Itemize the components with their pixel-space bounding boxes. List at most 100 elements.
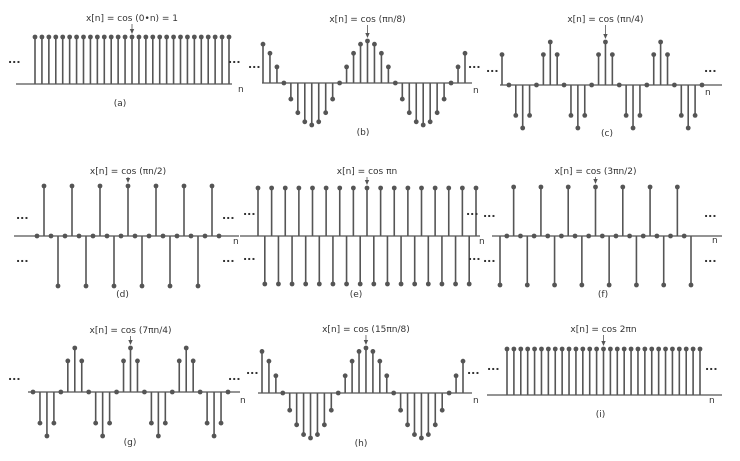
sample-point (121, 358, 126, 364)
sample-point (623, 113, 629, 118)
sample-point (616, 82, 622, 88)
sample-point (294, 422, 300, 428)
sample-point (32, 34, 38, 40)
sample-point (155, 433, 161, 439)
right-continuation-dots: ... (468, 250, 481, 263)
sample-point (668, 233, 673, 239)
sample-point (183, 345, 189, 351)
panel-caption: (g) (124, 438, 137, 448)
sample-point (552, 346, 558, 352)
sample-point (534, 82, 539, 88)
sample-point (640, 233, 646, 239)
left-continuation-dots: ... (16, 252, 29, 265)
sample-point (377, 358, 383, 364)
sample-point (412, 281, 418, 287)
sample-point (296, 185, 302, 191)
sample-point (357, 281, 363, 287)
sample-point (30, 389, 36, 395)
sample-point (630, 125, 636, 131)
sample-point (568, 113, 574, 118)
panel-caption: (f) (598, 290, 608, 300)
sample-point (634, 282, 639, 288)
sample-point (176, 358, 182, 364)
sample-point (531, 233, 537, 239)
panel-title: x[n] = cos πn (337, 167, 397, 177)
sample-point (674, 184, 680, 190)
sample-point (558, 233, 564, 239)
sample-point (321, 422, 327, 428)
sample-point (579, 282, 585, 288)
sample-point (434, 110, 440, 116)
axis-label-n: n (473, 396, 479, 406)
left-continuation-dots: ... (243, 205, 256, 218)
sample-point (205, 34, 211, 40)
origin-arrowhead (365, 33, 370, 38)
sample-point (46, 34, 52, 40)
sample-point (432, 185, 438, 191)
sample-point (44, 433, 50, 439)
sample-point (74, 34, 79, 40)
panel-i: nx[n] = cos 2πn(i)...... (487, 325, 722, 420)
sample-point (132, 233, 138, 239)
sample-point (344, 64, 349, 70)
sample-point (439, 281, 445, 287)
sample-point (663, 346, 668, 352)
sample-point (559, 346, 565, 352)
panel-title: x[n] = cos (πn/2) (90, 167, 166, 177)
sample-point (142, 389, 147, 395)
sample-point (593, 184, 598, 190)
sample-point (628, 346, 634, 352)
axis-label-n: n (238, 85, 244, 95)
sample-point (594, 346, 600, 352)
sample-point (342, 373, 348, 379)
sample-point (699, 82, 705, 88)
sample-point (88, 34, 93, 40)
sample-point (378, 185, 384, 191)
sample-point (506, 82, 512, 88)
origin-arrowhead (128, 340, 133, 345)
sample-point (540, 52, 546, 57)
sample-point (288, 96, 294, 102)
left-continuation-dots: ... (8, 53, 21, 66)
sample-point (157, 34, 163, 40)
panel-caption: (h) (355, 439, 368, 449)
sample-point (385, 64, 391, 70)
sample-point (308, 435, 313, 441)
left-continuation-dots: ... (246, 364, 259, 377)
origin-arrowhead (364, 180, 370, 185)
sample-point (586, 233, 592, 239)
sample-point (255, 185, 261, 191)
sample-point (405, 185, 411, 191)
sample-point (690, 346, 696, 352)
sample-point (51, 420, 57, 426)
sample-point (81, 34, 86, 40)
sample-point (587, 346, 593, 352)
left-continuation-dots: ... (487, 360, 500, 373)
sample-point (316, 281, 322, 287)
origin-arrowhead (593, 179, 598, 184)
sample-point (589, 82, 595, 88)
sample-point (111, 283, 117, 289)
sample-point (188, 233, 194, 239)
sample-point (274, 64, 280, 70)
sample-point (545, 346, 551, 352)
sample-point (398, 281, 404, 287)
sample-point (513, 113, 519, 118)
panel-title: x[n] = cos (πn/4) (567, 15, 643, 25)
sample-point (603, 39, 608, 45)
sample-point (260, 41, 266, 47)
sample-point (219, 34, 225, 40)
sample-point (642, 346, 648, 352)
sample-point (545, 233, 551, 239)
right-continuation-dots: ... (228, 370, 241, 383)
panel-title: x[n] = cos (7πn/4) (90, 326, 172, 336)
left-continuation-dots: ... (16, 209, 29, 222)
right-continuation-dots: ... (228, 53, 241, 66)
panel-caption: (i) (596, 410, 606, 420)
left-continuation-dots: ... (248, 58, 261, 71)
sample-point (518, 346, 524, 352)
right-continuation-dots: ... (468, 58, 481, 71)
sample-point (148, 420, 154, 426)
axis-label-n: n (240, 396, 246, 406)
sample-point (167, 283, 173, 289)
